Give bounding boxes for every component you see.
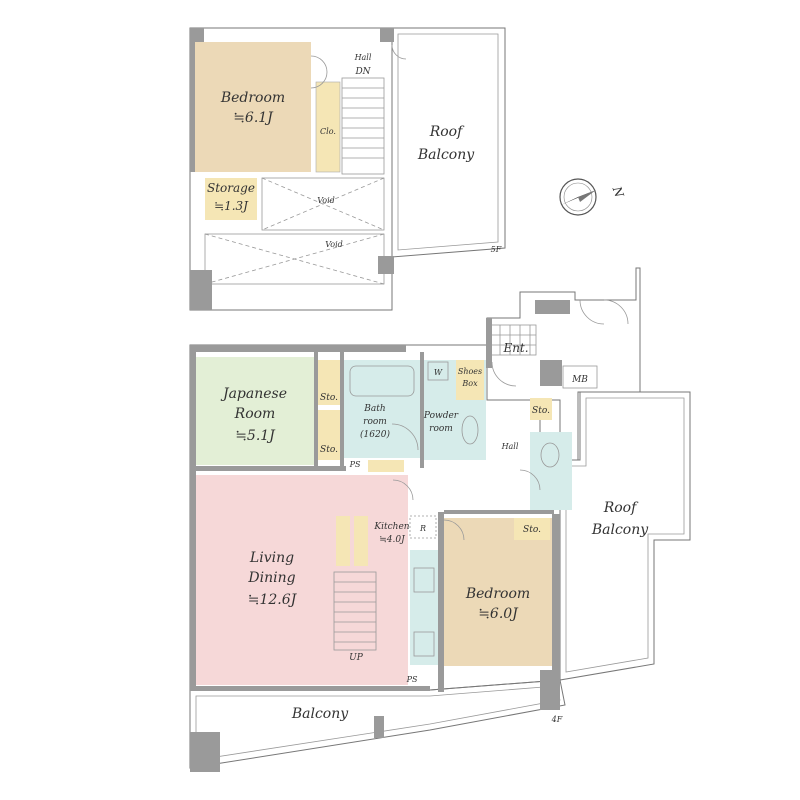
entrance-label: Ent. [502, 341, 528, 355]
bedroom-5f-name: Bedroom [220, 90, 285, 106]
sto-4-area [514, 518, 550, 540]
stairs-4f [333, 571, 377, 651]
bedroom-4f-size: ≒6.0J [478, 606, 519, 622]
sto-4-label: Sto. [523, 525, 541, 535]
sto-2-label: Sto. [320, 445, 338, 455]
japanese-room-size: ≒5.1J [235, 428, 276, 444]
hall-5f-label: Hall [354, 53, 372, 62]
floor-label-4f: 4F [551, 715, 563, 724]
sto-1-label: Sto. [320, 393, 338, 403]
bathroom-line2: room [363, 417, 387, 427]
ps-1-label: PS [349, 460, 361, 469]
toilet-area [530, 432, 572, 510]
storage-5f-area [205, 178, 257, 220]
floor-label-5f: 5F [491, 245, 502, 254]
sto-3-label: Sto. [532, 406, 550, 416]
living-dining-line1: Living [249, 550, 294, 566]
washer-icon [427, 361, 449, 381]
bedroom-5f-size: ≒6.1J [233, 110, 274, 126]
sto-2-area [318, 410, 340, 460]
roof-balcony-5f-line2: Balcony [417, 147, 475, 163]
storage-5f-size: ≒1.3J [214, 199, 249, 213]
stove-icon [413, 631, 435, 657]
bathroom-size: (1620) [360, 429, 390, 440]
bedroom-4f-area [444, 518, 552, 666]
bathtub-icon [349, 365, 415, 397]
japanese-room-line2: Room [234, 406, 276, 422]
sto-3-area [530, 398, 552, 420]
powder-room-line1: Powder [423, 411, 459, 421]
roof-balcony-4f-line2: Balcony [591, 522, 649, 538]
toilet-icon [540, 442, 560, 468]
mb-box [562, 365, 598, 389]
washer-label: W [434, 368, 443, 377]
stairs-dn-label: DN [354, 67, 371, 77]
door-5f-bedroom [310, 55, 328, 89]
mb-label: MB [571, 375, 588, 385]
fridge-label: R [419, 524, 426, 533]
kitchen-counter [410, 550, 438, 665]
shoes-box-line1: Shoes [458, 367, 482, 376]
living-dining-line2: Dining [247, 570, 295, 586]
fridge-space [409, 515, 437, 539]
bathroom-line1: Bath [363, 404, 385, 414]
japanese-room-area [196, 357, 314, 465]
japanese-room-line1: Japanese [220, 386, 287, 402]
closet-5f [315, 81, 341, 173]
void-upper-area [261, 177, 385, 231]
roof-balcony-5f-outline [391, 27, 506, 258]
roof-balcony-4f-outline [559, 391, 691, 681]
stairs-up-label: UP [349, 653, 364, 663]
void-upper-label: Void [317, 196, 335, 205]
closet-5f-label: Clo. [320, 127, 336, 136]
kitchen-sink-icon [413, 567, 435, 593]
ps-2-label: PS [406, 675, 418, 684]
storage-5f-name: Storage [207, 181, 255, 195]
floor-5f [189, 27, 506, 311]
floor-4f [189, 267, 691, 772]
shoes-box-area [456, 360, 484, 400]
shoes-box-line2: Box [461, 379, 478, 388]
bathroom-area [344, 360, 420, 458]
roof-balcony-4f-line1: Roof [603, 500, 639, 516]
balcony-label: Balcony [291, 706, 349, 722]
living-dining-size: ≒12.6J [248, 592, 298, 608]
roof-balcony-5f-line1: Roof [429, 124, 465, 140]
powder-room-line2: room [429, 424, 453, 434]
bedroom-5f-area [195, 42, 311, 172]
kitchen-size: ≒4.0J [379, 535, 406, 545]
void-lower-label: Void [325, 240, 343, 249]
stairs-5f [341, 77, 385, 175]
sink-icon [461, 415, 479, 445]
kitchen-name: Kitchen [373, 522, 409, 532]
compass-icon [559, 178, 597, 216]
sto-1-area [318, 360, 340, 405]
hall-4f-label: Hall [501, 442, 519, 451]
compass-letter: N [609, 184, 626, 200]
bedroom-4f-name: Bedroom [465, 586, 530, 602]
